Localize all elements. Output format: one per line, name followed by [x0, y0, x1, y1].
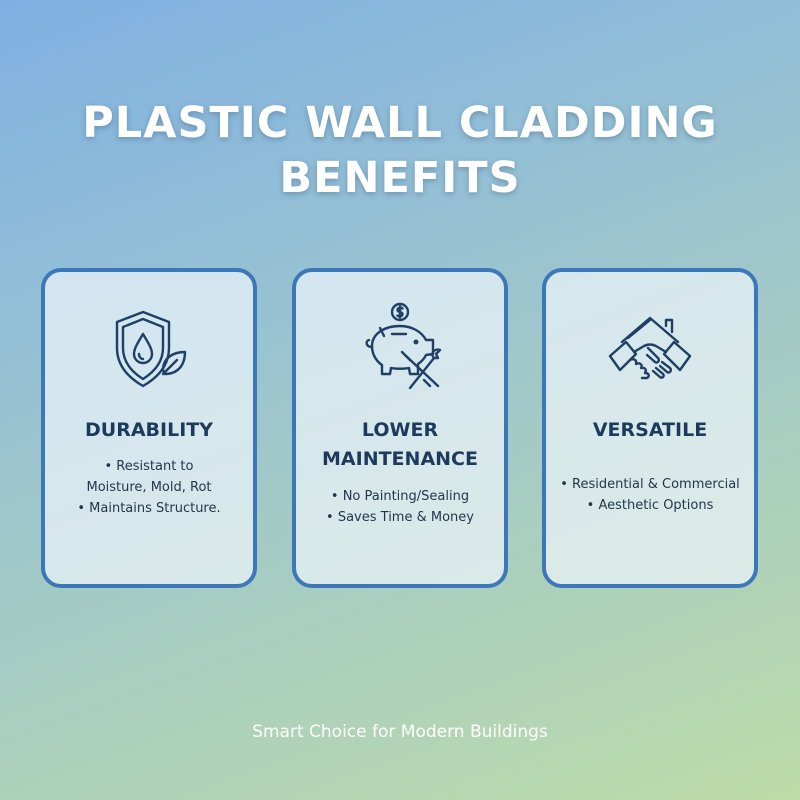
bullet-item: • Saves Time & Money: [326, 510, 474, 525]
title-line-2: BENEFITS: [279, 153, 521, 203]
title-line-1: PLASTIC WALL CLADDING: [82, 98, 718, 148]
card-heading-line: VERSATILE: [592, 419, 708, 441]
card-bullets: • Residential & Commercial • Aesthetic O…: [546, 474, 754, 516]
bullet-item: • Aesthetic Options: [586, 498, 714, 513]
benefit-card-versatile: VERSATILE • Residential & Commercial • A…: [542, 268, 758, 588]
bullet-item: • Residential & Commercial: [560, 477, 740, 492]
card-heading-line: LOWER: [361, 419, 439, 441]
card-heading: DURABILITY: [45, 416, 253, 445]
house-handshake-icon: [600, 298, 700, 398]
bullet-item: • Resistant to: [104, 459, 194, 474]
card-bullets: • Resistant to Moisture, Mold, Rot • Mai…: [45, 456, 253, 519]
bullet-item: • Maintains Structure.: [77, 501, 221, 516]
tagline: Smart Choice for Modern Buildings: [252, 722, 548, 742]
piggy-bank-dollar-tools-icon: [350, 298, 450, 398]
shield-water-drop-leaf-icon: [99, 298, 199, 398]
page-title: PLASTIC WALL CLADDING BENEFITS: [0, 96, 800, 206]
bullet-item: • No Painting/Sealing: [330, 489, 470, 504]
card-heading: VERSATILE: [546, 416, 754, 445]
bullet-item: Moisture, Mold, Rot: [86, 480, 212, 495]
card-heading-line: MAINTENANCE: [322, 448, 478, 470]
card-heading-line: DURABILITY: [85, 419, 213, 441]
benefit-card-durability: DURABILITY • Resistant to Moisture, Mold…: [41, 268, 257, 588]
card-bullets: • No Painting/Sealing • Saves Time & Mon…: [296, 486, 504, 528]
card-heading: LOWER MAINTENANCE: [296, 416, 504, 474]
benefit-card-lower-maintenance: LOWER MAINTENANCE • No Painting/Sealing …: [292, 268, 508, 588]
